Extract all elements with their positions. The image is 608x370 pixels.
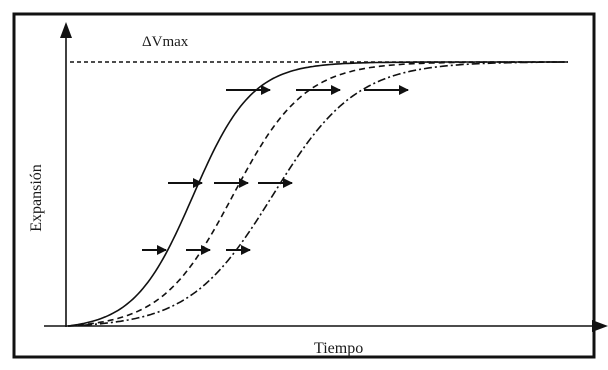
expansion-curve-dashed	[67, 61, 568, 327]
y-axis-arrowhead	[60, 22, 72, 38]
x-axis-label: Tiempo	[314, 340, 364, 357]
x-axis-arrowhead	[592, 320, 608, 332]
arrow-group	[142, 85, 409, 255]
delta-vmax-label: ΔVmax	[142, 34, 189, 50]
curve-group	[67, 61, 568, 327]
expansion-curve-dash-dot	[67, 61, 568, 327]
outer-border	[12, 12, 596, 359]
expansion-curve-solid	[67, 61, 568, 327]
y-axis-label: Expansión	[28, 164, 45, 232]
